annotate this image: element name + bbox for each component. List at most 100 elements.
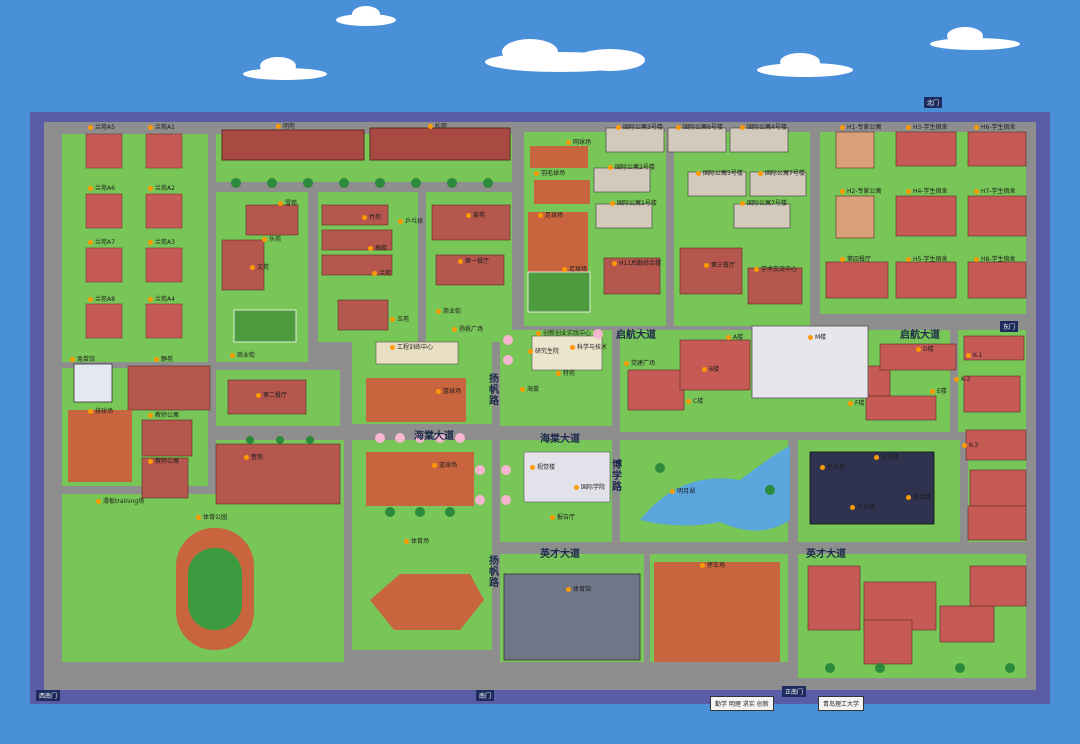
label-kexue[interactable]: 科学与技术	[570, 344, 607, 352]
label-lanyuan-a7[interactable]: 兰苑A7	[88, 239, 115, 247]
label-tiyu-park[interactable]: 体育公园	[196, 514, 227, 522]
label-chuangxin[interactable]: 创新创业实践中心	[536, 330, 591, 338]
label-c-building[interactable]: C楼	[686, 398, 703, 406]
gate-south-main[interactable]: 正南门	[782, 686, 807, 697]
label-zhuyuan[interactable]: 竹苑	[362, 214, 381, 222]
pin-icon	[276, 124, 281, 129]
label-xueshu[interactable]: 学术交流中心	[754, 266, 797, 274]
label-yumaoqiu[interactable]: 羽毛球场	[534, 170, 565, 178]
label-e-building[interactable]: E楼	[930, 388, 947, 396]
label-tingchechang[interactable]: 停车场	[700, 562, 725, 570]
label-b-building[interactable]: B楼	[702, 366, 719, 374]
label-h11[interactable]: H11后勤综合楼	[612, 260, 661, 268]
label-h3[interactable]: H3-学生宿舍	[906, 124, 948, 132]
label-h8[interactable]: H8-学生宿舍	[974, 256, 1016, 264]
label-tennis[interactable]: 网球场	[566, 139, 591, 147]
label-lanyuan-a8[interactable]: 兰苑A8	[88, 296, 115, 304]
label-haitang[interactable]: 海棠	[520, 386, 539, 394]
label-intl-7[interactable]: 国际公寓7号楼	[740, 200, 787, 208]
label-lanyuan-a2[interactable]: 兰苑A2	[148, 185, 175, 193]
label-intl-5[interactable]: 国际公寓5号楼	[696, 170, 743, 178]
label-yishu[interactable]: 艺术楼	[820, 464, 845, 472]
label-k3[interactable]: K-3	[962, 442, 978, 450]
label-intl-6[interactable]: 国际公寓6号楼	[676, 124, 723, 132]
label-m-building[interactable]: M楼	[808, 334, 826, 342]
label-tiyuchang[interactable]: 体育场	[404, 538, 429, 546]
label-mingyuan[interactable]: 明苑	[276, 123, 295, 131]
label-intl-2[interactable]: 国际公寓2号楼	[608, 164, 655, 172]
label-diyi-canting[interactable]: 第一餐厅	[458, 258, 489, 266]
buildings	[73, 127, 1027, 665]
label-yangfan-square[interactable]: 扬帆广场	[452, 326, 483, 334]
label-jiaoshi[interactable]: 教师公寓	[148, 412, 179, 420]
label-intl-3[interactable]: 国际公寓3号楼	[616, 124, 663, 132]
label-tiyuguan[interactable]: 体育馆	[566, 586, 591, 594]
label-lanyuan-a1[interactable]: 兰苑A1	[148, 124, 175, 132]
gate-north[interactable]: 北门	[924, 97, 943, 108]
label-lanyuan-a4[interactable]: 兰苑A4	[148, 296, 175, 304]
label-football-2[interactable]: 足球场	[562, 266, 587, 274]
label-football-1[interactable]: 足球场	[538, 212, 563, 220]
pin-icon	[256, 393, 261, 398]
label-disi-canting[interactable]: 第四餐厅	[840, 256, 871, 264]
label-zonghe[interactable]: 综合楼	[906, 494, 931, 502]
gate-west-south[interactable]: 西南门	[36, 690, 61, 701]
label-songyuan[interactable]: 松苑	[428, 123, 447, 131]
label-gongcheng[interactable]: 工程训练中心	[390, 344, 433, 352]
label-h2[interactable]: H2-专家公寓	[840, 188, 882, 196]
pin-icon	[148, 240, 153, 245]
gate-east[interactable]: 东门	[1000, 321, 1019, 332]
label-lanyuan-a3[interactable]: 兰苑A3	[148, 239, 175, 247]
gate-south[interactable]: 南门	[476, 690, 495, 701]
label-yingyu[interactable]: 乐苑	[262, 236, 281, 244]
label-mingyuehu[interactable]: 明月湖	[670, 488, 695, 496]
label-intl-7b[interactable]: 国际公寓7号楼	[758, 170, 805, 178]
label-lanyuan-a6[interactable]: 兰苑A6	[88, 185, 115, 193]
label-jiaotong[interactable]: 文苑	[250, 264, 269, 272]
label-jingyuan[interactable]: 静苑	[154, 356, 173, 364]
label-shangyejie[interactable]: 商业街	[436, 308, 461, 316]
label-juyuan[interactable]: 菊苑	[466, 212, 485, 220]
label-shijue[interactable]: 视觉楼	[530, 464, 555, 472]
label-k1[interactable]: K-1	[966, 352, 982, 360]
label-lanqiu-2[interactable]: 篮球场	[432, 462, 457, 470]
label-yuhuayuan[interactable]: 玉苑	[390, 316, 409, 324]
pin-icon	[874, 455, 879, 460]
label-jiaoshi-2[interactable]: 教师公寓	[148, 458, 179, 466]
label-f-building[interactable]: F楼	[848, 400, 864, 408]
label-dangjian[interactable]: 党建广场	[624, 360, 655, 368]
label-dier-canting[interactable]: 第二餐厅	[256, 392, 287, 400]
label-h1[interactable]: H1-专家公寓	[840, 124, 882, 132]
label-intl-4[interactable]: 国际公寓4号楼	[740, 124, 787, 132]
label-guoji-xueyuan[interactable]: 国际学院	[574, 484, 605, 492]
label-lanyuan-inner[interactable]: 兰苑	[372, 270, 391, 278]
label-shangjie[interactable]: 商业街	[230, 352, 255, 360]
label-pingpang[interactable]: 乒乓球	[398, 218, 423, 226]
cloud-4	[757, 53, 853, 77]
label-meiyuan[interactable]: 梅苑	[368, 245, 387, 253]
label-h6[interactable]: H6-学生宿舍	[974, 124, 1016, 132]
pin-icon	[966, 353, 971, 358]
label-shiyan[interactable]: 实验楼	[874, 454, 899, 462]
label-lanyuan-a5[interactable]: 兰苑A5	[88, 124, 115, 132]
label-baogao[interactable]: 报告厅	[550, 514, 575, 522]
pin-icon	[704, 263, 709, 268]
cloud-1	[336, 6, 396, 26]
label-k2[interactable]: K-2	[954, 376, 970, 384]
label-intl-1[interactable]: 国际公寓1号楼	[610, 200, 657, 208]
label-paiqiu[interactable]: 排球场	[88, 408, 113, 416]
label-lanqiu-1[interactable]: 篮球场	[436, 388, 461, 396]
label-teyuan[interactable]: 特苑	[556, 370, 575, 378]
label-yanjiusheng[interactable]: 研究生院	[528, 348, 559, 356]
label-a-building[interactable]: A楼	[726, 334, 743, 342]
label-disan-canting[interactable]: 第三餐厅	[704, 262, 735, 270]
label-bangong[interactable]: 办公楼	[850, 504, 875, 512]
label-xueyuan[interactable]: 雪苑	[278, 200, 297, 208]
label-xuanyuan[interactable]: 萱苑	[244, 454, 263, 462]
label-h7[interactable]: H7-学生宿舍	[974, 188, 1016, 196]
label-library[interactable]: 兔苗馆	[70, 356, 95, 364]
label-h4[interactable]: H4-学生宿舍	[906, 188, 948, 196]
label-d-building[interactable]: D楼	[916, 346, 934, 354]
label-huabanchang[interactable]: 滑板training场	[96, 498, 144, 506]
label-h5[interactable]: H5-学生宿舍	[906, 256, 948, 264]
